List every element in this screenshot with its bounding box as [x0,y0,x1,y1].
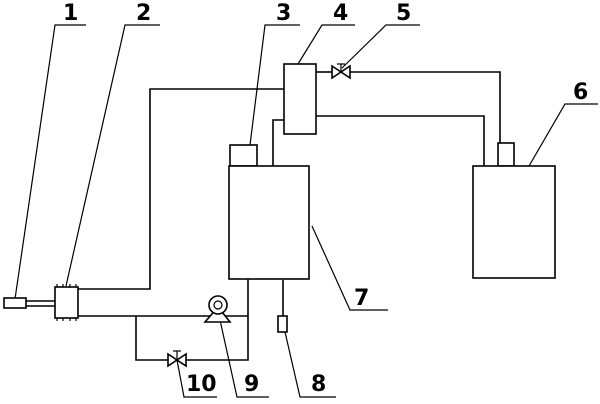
leader-4 [297,24,355,65]
callout-6: 6 [573,80,588,105]
main-tank [228,165,310,280]
callout-5: 5 [396,1,411,26]
pipe-bypass [135,316,249,361]
pipe-tank-to-separator [272,119,284,166]
tank-cap [229,144,258,167]
connector-module-pins [56,284,77,321]
drain-fitting [277,315,288,333]
callout-3: 3 [276,1,291,26]
leader-8 [284,331,336,398]
sensor-component [3,297,27,309]
callout-2: 2 [136,1,151,26]
pipe-separator-return [316,115,485,166]
leader-2 [65,24,160,287]
pump [203,295,232,323]
piping [26,71,501,361]
leader-lines [14,24,598,398]
leader-5 [341,24,420,69]
leader-1 [14,24,86,300]
callout-10: 10 [186,372,217,397]
callout-9: 9 [244,372,259,397]
pipe-valve-to-tank6 [350,71,501,143]
valve-10 [167,350,187,368]
pipe-module-to-separator [78,88,284,290]
callout-1: 1 [63,1,78,26]
callout-8: 8 [311,372,326,397]
leader-10 [176,359,217,398]
receiving-tank-cap [497,142,515,167]
leader-9 [219,319,269,398]
leader-7 [311,225,388,311]
leader-3 [249,24,300,146]
callout-4: 4 [333,1,348,26]
callout-7: 7 [354,286,369,311]
receiving-tank [472,165,556,279]
leader-6 [517,103,598,186]
valve-5 [331,63,351,80]
separator-unit [283,63,317,135]
connector-module [54,286,79,319]
